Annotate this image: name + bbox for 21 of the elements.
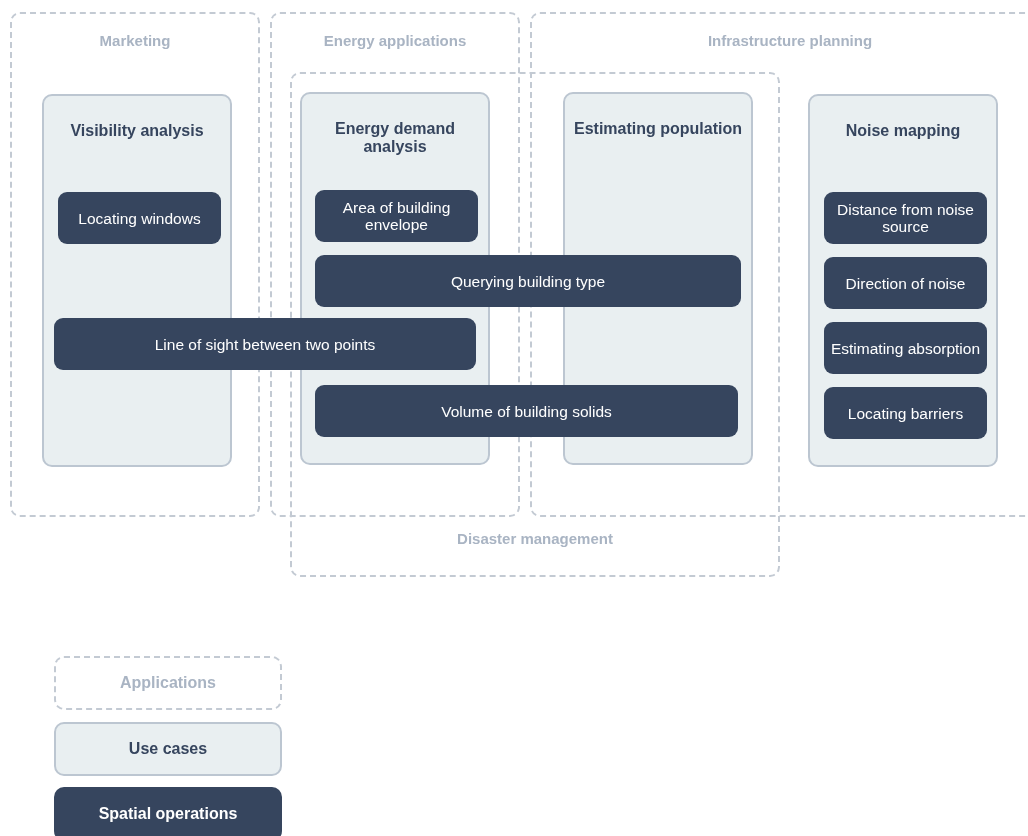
legend-item: Use cases (54, 721, 282, 776)
use-case-panel (808, 94, 998, 467)
legend-item: Spatial operations (54, 787, 282, 836)
legend-item: Applications (54, 656, 282, 710)
operation-box: Volume of building solids (315, 385, 738, 437)
use-case-title: Estimating population (573, 120, 743, 138)
operation-box: Locating windows (58, 192, 221, 244)
application-label: Marketing (98, 32, 172, 49)
operation-box: Estimating absorption (824, 322, 987, 374)
operation-box: Area of building envelope (315, 190, 478, 242)
use-case-title: Noise mapping (844, 122, 962, 140)
operation-box: Distance from noise source (824, 192, 987, 244)
operation-box: Querying building type (315, 255, 741, 307)
application-label: Infrastructure planning (706, 32, 874, 49)
application-label: Disaster management (456, 530, 614, 547)
use-case-title: Energy demand analysis (334, 120, 456, 156)
operation-box: Locating barriers (824, 387, 987, 439)
application-label: Energy applications (322, 32, 468, 49)
operation-box: Line of sight between two points (54, 318, 476, 370)
use-case-title: Visibility analysis (69, 122, 205, 140)
operation-box: Direction of noise (824, 257, 987, 309)
